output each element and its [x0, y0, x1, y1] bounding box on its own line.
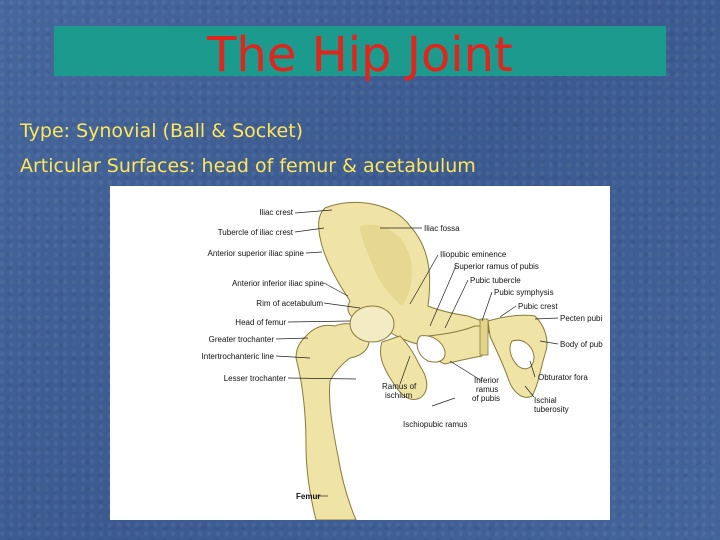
label-iliac-fossa: Iliac fossa [424, 224, 460, 233]
label-pubic-crest: Pubic crest [518, 302, 558, 311]
femur-bone [295, 323, 370, 520]
label-iliac-crest: Iliac crest [259, 208, 294, 217]
bullet-type: Type: Synovial (Ball & Socket) [20, 120, 304, 142]
label-superior-ramus-of-pubis: Superior ramus of pubis [454, 262, 539, 271]
iliac-fossa-shade [360, 224, 413, 306]
leader-lines [275, 209, 559, 407]
label-femur: Femur [296, 492, 320, 501]
label-anterior-inferior-iliac-spine: Anterior inferior iliac spine [232, 279, 325, 288]
label-anterior-superior-iliac-spine: Anterior superior iliac spine [208, 249, 305, 258]
label-lesser-trochanter: Lesser trochanter [224, 374, 287, 383]
slide-title: The Hip Joint [207, 27, 513, 83]
obturator-foramen [416, 335, 446, 363]
pubis-ischium-bone [379, 335, 428, 400]
right-obturator-foramen [509, 339, 535, 370]
label-intertrochanteric-line: Intertrochanteric line [202, 352, 275, 361]
label-inferior-ramus-line1: Inferior [474, 376, 499, 385]
label-body-of-pubis: Body of pub [560, 340, 603, 349]
label-ramus-of-ischium-line2: ischium [385, 391, 412, 400]
label-inferior-ramus-line2: ramus [476, 385, 498, 394]
femoral-head [349, 305, 395, 343]
label-iliopubic-eminence: Iliopubic eminence [440, 250, 507, 259]
title-banner: The Hip Joint [54, 26, 666, 83]
hip-joint-illustration: Iliac crest Tubercle of iliac crest Ante… [202, 201, 603, 520]
label-obturator-foramen: Obturator fora [538, 373, 588, 382]
label-tubercle-iliac-crest: Tubercle of iliac crest [218, 228, 294, 237]
label-pubic-symphysis: Pubic symphysis [494, 288, 554, 297]
label-ischiopubic-ramus: Ischiopubic ramus [403, 420, 467, 429]
bullet-articular-surfaces: Articular Surfaces: head of femur & acet… [20, 155, 476, 177]
hip-joint-diagram: Iliac crest Tubercle of iliac crest Ante… [110, 186, 610, 520]
label-ischial-tuberosity-line2: tuberosity [534, 405, 569, 414]
label-rim-of-acetabulum: Rim of acetabulum [256, 299, 323, 308]
label-head-of-femur: Head of femur [235, 318, 286, 327]
label-pecten-pubis: Pecten pubi [560, 314, 602, 323]
label-ramus-of-ischium-line1: Ramus of [382, 382, 417, 391]
label-inferior-ramus-line3: of pubis [472, 394, 500, 403]
label-ischial-tuberosity-line1: Ischial [534, 396, 557, 405]
pubic-symphysis-band [479, 318, 489, 356]
label-greater-trochanter: Greater trochanter [209, 335, 275, 344]
label-pubic-tubercle: Pubic tubercle [470, 276, 521, 285]
